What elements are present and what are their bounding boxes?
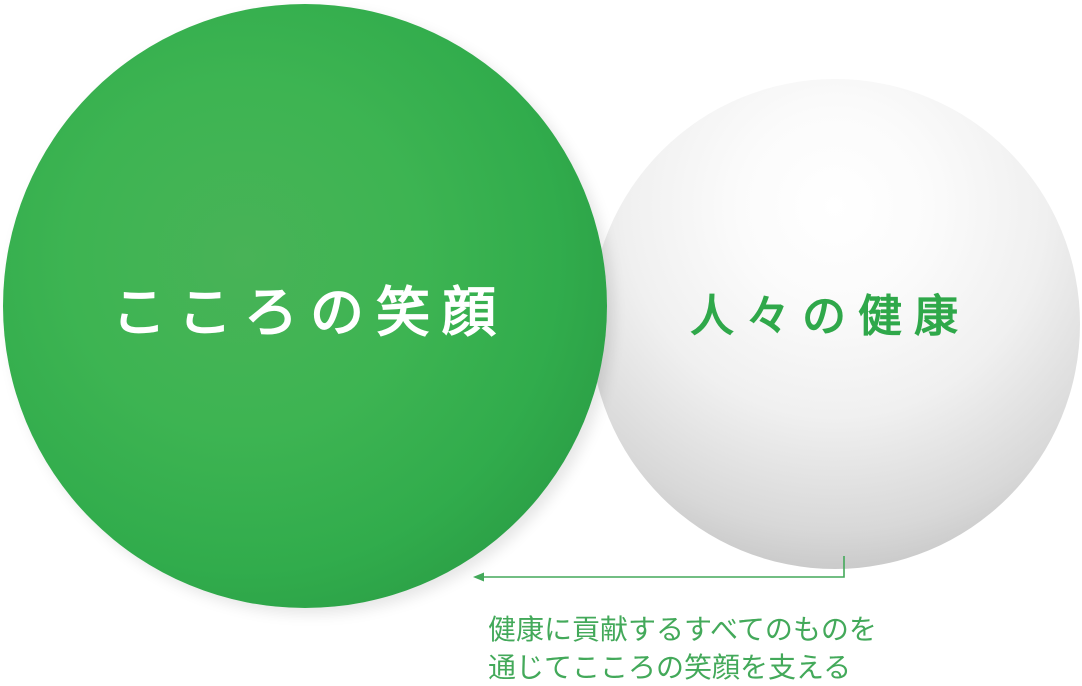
arrow-head-icon [473, 572, 484, 582]
connector-arrow [473, 556, 845, 582]
health-sphere-label: 人々の健康 [690, 291, 970, 342]
caption-line-1: 健康に貢献するすべてのものを [488, 613, 877, 646]
caption-line-2: 通じてこころの笑顔を支える [488, 651, 852, 684]
smile-sphere-label: こころの笑顔 [112, 281, 508, 344]
connector-line [482, 556, 845, 578]
caption: 健康に貢献するすべてのものを 通じてこころの笑顔を支える [488, 611, 877, 686]
health-sphere [590, 79, 1080, 569]
smile-sphere [3, 4, 607, 608]
